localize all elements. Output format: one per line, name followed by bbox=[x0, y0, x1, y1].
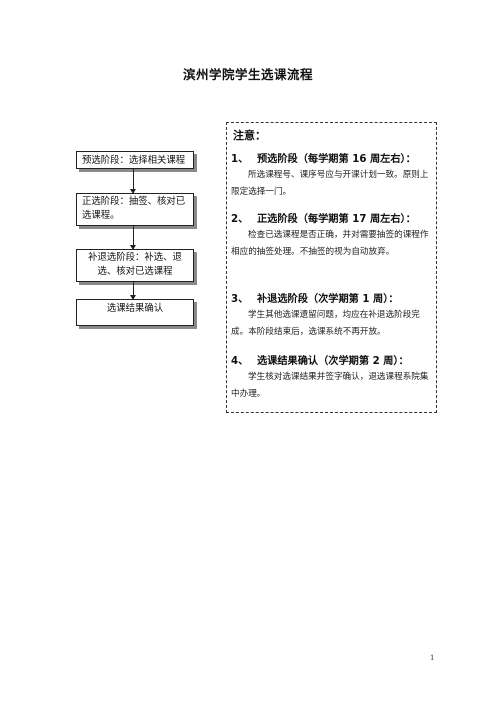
note-description: 检查已选课程是否正确，并对需要抽签的课程作相应的抽签处理。不抽签的视为自动放弃。 bbox=[231, 230, 429, 257]
note-stage-title: 2、正选阶段（每学期第 17 周左右）： bbox=[231, 210, 416, 225]
note-description: 学生核对选课结果并签字确认，退选课程系院集中办理。 bbox=[231, 372, 429, 399]
notes-heading: 注意： bbox=[233, 129, 266, 142]
flow-step-preselect: 预选阶段：选择相关课程 bbox=[76, 151, 194, 169]
page-title: 滨州学院学生选课流程 bbox=[182, 67, 313, 82]
note-stage-title: 3、补退选阶段（次学期第 1 周）： bbox=[231, 290, 399, 305]
notes-box: 注意： 1、预选阶段（每学期第 16 周左右）： 所选课程号、课序号应与开课计划… bbox=[226, 122, 437, 413]
note-number: 2、 bbox=[231, 214, 249, 225]
note-number: 1、 bbox=[231, 154, 249, 165]
flow-arrow bbox=[130, 226, 136, 250]
flow-arrow bbox=[130, 282, 136, 300]
note-stage-title: 4、选课结果确认（次学期第 2 周）： bbox=[231, 352, 409, 367]
page-number: 1 bbox=[430, 654, 435, 662]
note-number: 3、 bbox=[231, 294, 249, 305]
note-title: 选课结果确认（次学期第 2 周）： bbox=[257, 356, 409, 367]
note-description: 所选课程号、课序号应与开课计划一致。原则上限定选择一门。 bbox=[231, 170, 429, 197]
note-stage-title: 1、预选阶段（每学期第 16 周左右）： bbox=[231, 150, 416, 165]
note-title: 预选阶段（每学期第 16 周左右）： bbox=[257, 154, 416, 165]
note-title: 补退选阶段（次学期第 1 周）： bbox=[257, 294, 399, 305]
flow-arrow bbox=[130, 169, 136, 194]
flow-step-formal-select: 正选阶段：抽签、核对已选课程。 bbox=[76, 193, 194, 226]
flow-step-add-drop: 补退选阶段：补选、退选、核对已选课程 bbox=[76, 249, 194, 282]
note-title: 正选阶段（每学期第 17 周左右）： bbox=[257, 214, 416, 225]
note-description: 学生其他选课遗留问题，均应在补退选阶段完成。本阶段结束后，选课系统不再开放。 bbox=[231, 310, 420, 337]
note-number: 4、 bbox=[231, 356, 249, 367]
flow-step-confirm: 选课结果确认 bbox=[76, 299, 194, 326]
